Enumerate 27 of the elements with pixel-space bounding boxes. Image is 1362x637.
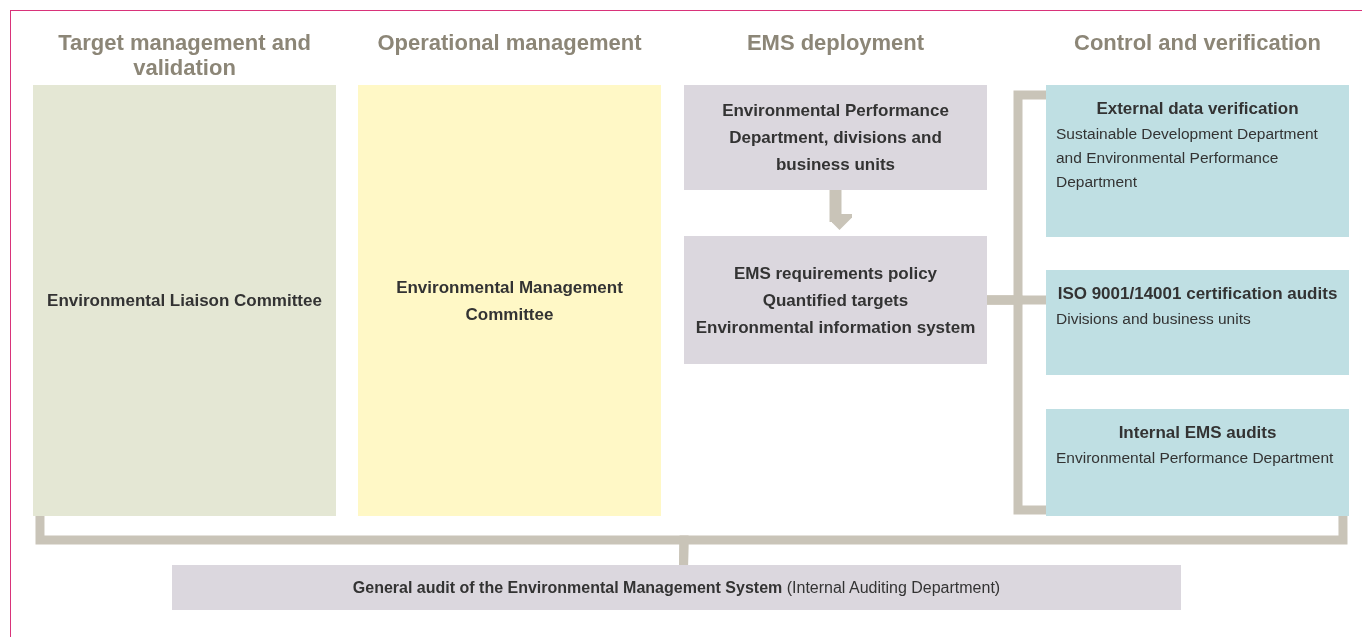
audit-text: General audit of the Environmental Management System (Internal Auditing Department) (351, 577, 1002, 598)
committee-panel (33, 85, 336, 516)
body-text: Sustainable Development Department and Environmental Performance Department (1056, 124, 1319, 192)
verification-box (1046, 85, 1349, 237)
connector-line (679, 516, 1348, 566)
box-text: EMS requirements policy (732, 262, 939, 285)
box-heading: ISO 9001/14001 certification audits (1056, 283, 1339, 305)
audit-bar (172, 565, 1181, 610)
requirements-box (684, 236, 987, 364)
box-text: Environmental information system (694, 316, 977, 339)
column-heading: Control and verification (1073, 30, 1322, 55)
column-heading: Target management and validation (57, 30, 312, 80)
box-heading: Internal EMS audits (1117, 422, 1278, 444)
connector-line (987, 295, 1046, 515)
box-text: Quantified targets (761, 289, 910, 312)
box-heading: External data verification (1095, 98, 1300, 120)
verification-box (1046, 409, 1349, 516)
committee-panel (358, 85, 661, 516)
body-text: Environmental Performance Department (1056, 448, 1335, 468)
department-box (684, 85, 987, 190)
verification-box (1046, 270, 1349, 375)
column-heading: Operational management (376, 30, 643, 55)
box-text: Environmental Performance Department, divisions and business units (721, 100, 950, 176)
body-text: Divisions and business units (1056, 309, 1252, 329)
box-text: Environmental Management Committee (395, 276, 624, 326)
column-heading: EMS deployment (745, 30, 926, 55)
box-text: Environmental Liaison Committee (46, 290, 323, 312)
